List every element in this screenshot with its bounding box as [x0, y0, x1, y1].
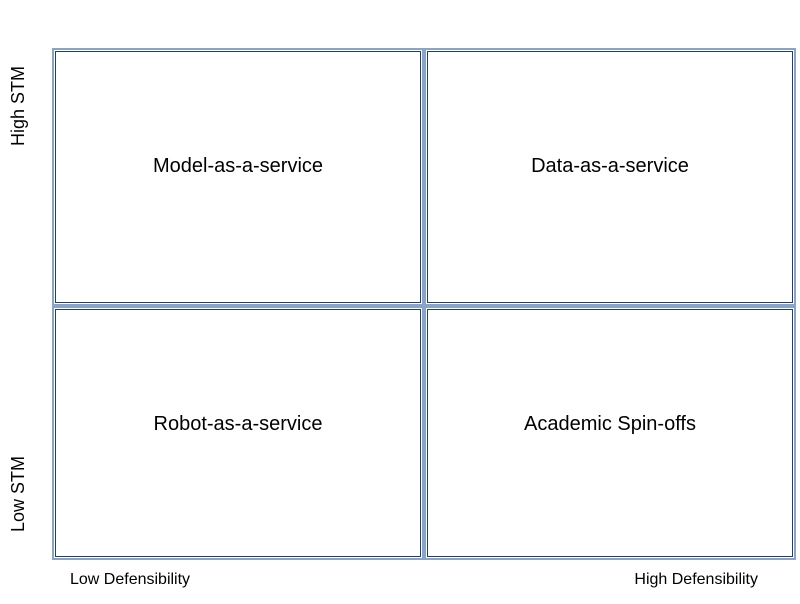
y-axis-low-label: Low STM	[8, 455, 28, 533]
x-axis-high-label: High Defensibility	[634, 571, 758, 588]
quadrant-bottom-left-label: Robot-as-a-service	[153, 413, 323, 435]
y-axis-high-label: High STM	[8, 65, 28, 147]
quadrant-top-left: Model-as-a-service	[52, 48, 424, 306]
quadrant-top-right: Data-as-a-service	[424, 48, 796, 306]
quadrant-top-left-label: Model-as-a-service	[152, 155, 324, 177]
quadrant-bottom-right-label: Academic Spin-offs	[524, 413, 696, 435]
quadrant-top-right-label: Data-as-a-service	[531, 155, 689, 177]
quadrant-bottom-right: Academic Spin-offs	[424, 306, 796, 560]
x-axis-low-label: Low Defensibility	[70, 571, 191, 588]
quadrant-grid: Model-as-a-service Data-as-a-service Rob…	[52, 48, 796, 560]
quadrant-bottom-left: Robot-as-a-service	[52, 306, 424, 560]
